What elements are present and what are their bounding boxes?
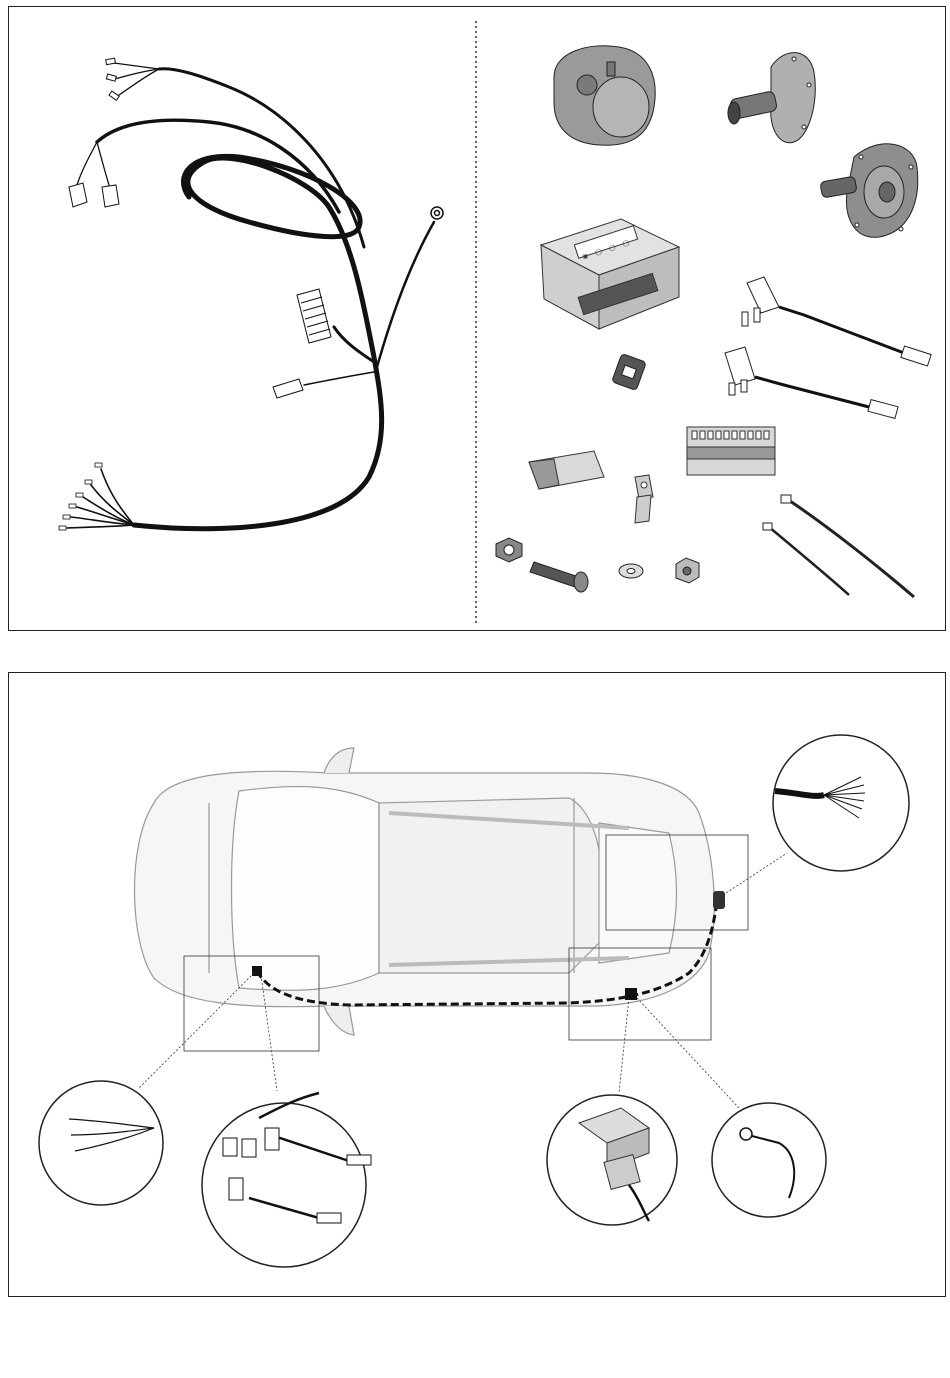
- installation-diagram-panel: [8, 672, 946, 1297]
- callout-front-signal-taps: [39, 1081, 163, 1205]
- harness-12-pin-connector: [297, 289, 331, 343]
- callout-ground-eyelet: [712, 1103, 826, 1217]
- route-node-front: [252, 966, 262, 976]
- rear-socket-mount: [713, 891, 725, 909]
- flat-washer: [619, 564, 643, 578]
- add-a-fuse-tap-blade: [742, 277, 931, 366]
- nyloc-nut: [496, 538, 522, 562]
- harness-small-plug: [273, 379, 303, 398]
- socket-mounting-gasket: [820, 144, 918, 237]
- twelve-pin-connector-block: [687, 427, 775, 475]
- mounting-bolt: [530, 562, 588, 592]
- electronic-control-module: [541, 219, 679, 329]
- callout-rear-socket-wire-ends: [773, 735, 909, 871]
- route-node-rear: [625, 988, 637, 1000]
- wire-splice-connector: [612, 353, 647, 390]
- socket-seal-rubber-boot: [728, 53, 815, 143]
- cable-tie-long: [781, 495, 914, 597]
- callout-control-module-connection: [547, 1095, 677, 1225]
- callout-fuse-tap-connections: [202, 1093, 371, 1267]
- hex-nut: [676, 558, 699, 583]
- harness-ground-eyelet: [431, 207, 443, 219]
- kit-contents-drawing: ▣ ◯ ◯ ◯: [9, 7, 947, 632]
- main-wiring-harness: [67, 63, 434, 529]
- ground-bracket: [635, 475, 653, 523]
- add-a-fuse-tap-mini: [725, 347, 898, 418]
- seven-pin-socket: [554, 46, 655, 145]
- kit-contents-panel: ▣ ◯ ◯ ◯: [8, 6, 946, 631]
- adhesive-pad: [529, 451, 604, 489]
- installation-drawing: [9, 673, 947, 1298]
